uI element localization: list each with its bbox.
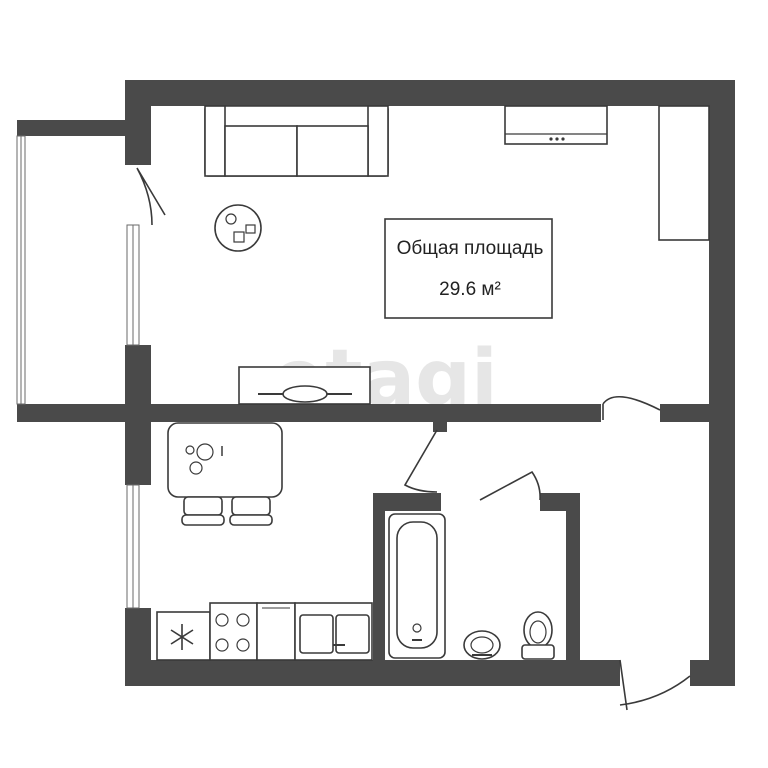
air-conditioner — [504, 105, 608, 145]
dining-table — [167, 422, 283, 498]
bathroom-sink — [463, 630, 501, 660]
area-label-box: Общая площадь 29.6 м² — [384, 218, 553, 319]
bathroom-door — [479, 470, 541, 501]
tv-stand — [238, 366, 371, 405]
toilet — [521, 611, 555, 660]
doors — [136, 167, 691, 711]
entrance-door — [619, 659, 691, 711]
fridge — [156, 611, 211, 661]
coffee-table — [214, 204, 262, 252]
stove — [209, 602, 258, 661]
chairs — [181, 496, 273, 526]
area-title: Общая площадь — [397, 238, 544, 259]
sofa — [204, 105, 389, 177]
walls — [17, 80, 735, 686]
area-value: 29.6 м² — [439, 279, 501, 300]
kitchen-door — [403, 429, 438, 493]
balcony-door — [136, 167, 166, 226]
counter — [256, 602, 296, 661]
room-door — [602, 395, 661, 420]
kitchen-sink — [294, 602, 373, 661]
windows — [16, 135, 140, 609]
wardrobe — [658, 105, 710, 241]
snowflake-icon — [170, 624, 194, 650]
bathtub — [388, 513, 446, 659]
